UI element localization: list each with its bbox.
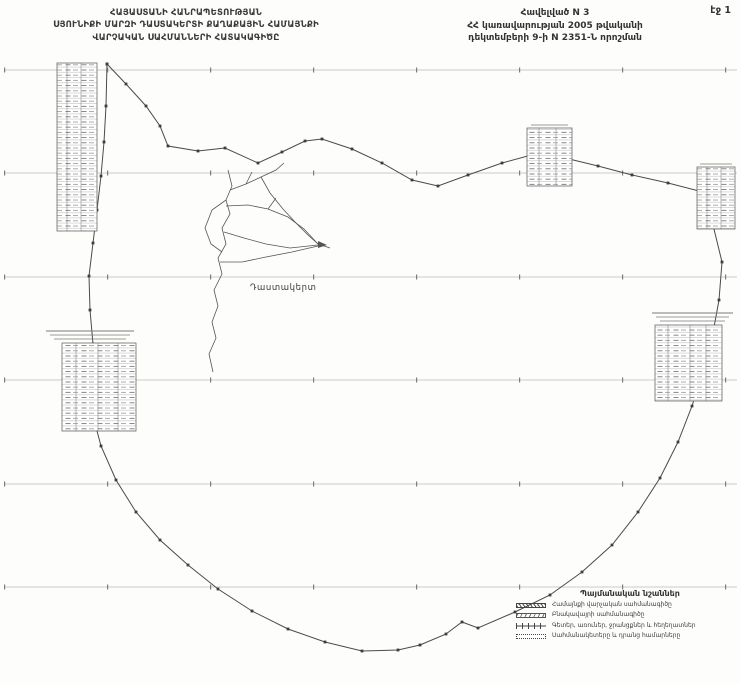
title-line-3: ՎԱՐՉԱԿԱՆ ՍԱՀՄԱՆՆԵՐԻ ՀԱՏԱԿԱԳԻԾԸ (92, 32, 280, 43)
legend-item: Սահմանակետերը և դրանց համարները (516, 632, 734, 640)
map-legend: Պայմանական նշաններ Համայնքի վարչական սահ… (516, 589, 734, 644)
legend-item: Գետեր, առուներ, ջրանցքներ և հեղեղատներ (516, 621, 734, 630)
appendix-reference: Հավելված N 3 ՀՀ կառավարության 2005 թվակա… (405, 7, 705, 45)
legend-item-label: Բնակավայրի սահմանագիծը (552, 611, 645, 619)
appendix-line-2: ՀՀ կառավարության 2005 թվականի (467, 20, 643, 31)
document-title: ՀԱՅԱՍՏԱՆԻ ՀԱՆՐԱՊԵՏՈՒԹՅԱՆ ՍՅՈՒՆԻՔԻ ՄԱՐԶԻ … (6, 7, 366, 44)
river-network (204, 162, 331, 373)
community-boundary (87, 62, 724, 653)
title-line-2: ՍՅՈՒՆԻՔԻ ՄԱՐԶԻ ԴԱՍՏԱԿԵՐՏԻ ՔԱՂԱՔԱՅԻՆ ՀԱՄԱ… (53, 20, 319, 31)
grid-lines (4, 67, 737, 590)
legend-item: Համայնքի վարչական սահմանագիծը (516, 601, 734, 609)
page-number: էջ 1 (710, 5, 731, 16)
boundary-point-symbol-icon (516, 634, 546, 640)
legend-item-label: Գետեր, առուներ, ջրանցքներ և հեղեղատներ (552, 621, 696, 629)
appendix-line-3: դեկտեմբերի 9-ի N 2351-Ն որոշման (468, 33, 642, 44)
coordinate-table (526, 124, 573, 187)
legend-item: Բնակավայրի սահմանագիծը (516, 611, 734, 619)
settlement-label: Դաստակերտ (250, 283, 316, 293)
legend-title: Պայմանական նշաններ (580, 589, 680, 598)
coordinate-table (56, 62, 98, 232)
coordinate-table (696, 163, 736, 230)
coordinate-table (652, 312, 733, 402)
legend-item-label: Սահմանակետերը և դրանց համարները (552, 632, 681, 640)
river-symbol-icon (516, 623, 546, 630)
settlement-boundary-symbol-icon (516, 613, 546, 619)
legend-item-label: Համայնքի վարչական սահմանագիծը (552, 601, 672, 608)
river-confluence-arrow (318, 241, 327, 248)
boundary-line-symbol-icon (516, 602, 546, 608)
coordinate-table (46, 330, 137, 432)
title-line-1: ՀԱՅԱՍՏԱՆԻ ՀԱՆՐԱՊԵՏՈՒԹՅԱՆ (110, 8, 262, 18)
appendix-line-1: Հավելված N 3 (520, 8, 590, 18)
